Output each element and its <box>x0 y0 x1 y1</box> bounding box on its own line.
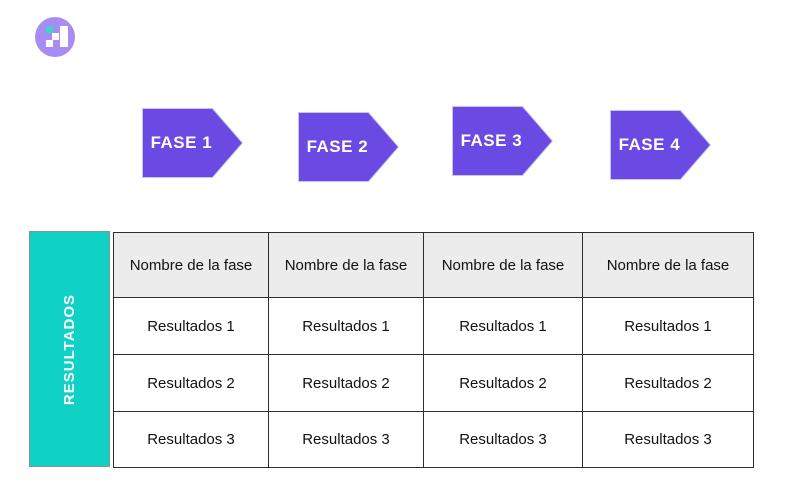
results-table: Nombre de la fase Nombre de la fase Nomb… <box>113 232 754 468</box>
table-cell: Resultados 2 <box>268 354 424 412</box>
arrow-shape-icon <box>142 108 243 178</box>
phase-arrow-1: FASE 1 <box>142 108 243 178</box>
phase-arrow-label: FASE 2 <box>306 137 369 156</box>
logo-block <box>46 40 53 47</box>
arrow-shape-icon <box>298 112 399 182</box>
table-cell: Resultados 3 <box>268 411 424 468</box>
table-header-cell: Nombre de la fase <box>582 232 754 298</box>
phase-arrow-label: FASE 3 <box>460 131 523 150</box>
table-row: Resultados 3 Resultados 3 Resultados 3 R… <box>113 411 754 468</box>
logo-block <box>60 26 68 47</box>
table-cell: Resultados 2 <box>582 354 754 412</box>
brand-logo <box>35 17 75 57</box>
table-cell: Resultados 1 <box>268 297 424 355</box>
table-header-cell: Nombre de la fase <box>113 232 269 298</box>
arrow-shape-icon <box>452 106 553 176</box>
table-header-row: Nombre de la fase Nombre de la fase Nomb… <box>113 232 754 298</box>
pixel-h-logo-icon <box>46 26 53 33</box>
phase-arrow-label: FASE 1 <box>150 133 213 152</box>
phase-arrow-2: FASE 2 <box>298 112 399 182</box>
results-sidebar-label: RESULTADOS <box>61 293 78 405</box>
table-cell: Resultados 1 <box>582 297 754 355</box>
table-row: Resultados 1 Resultados 1 Resultados 1 R… <box>113 297 754 355</box>
phase-arrow-3: FASE 3 <box>452 106 553 176</box>
results-sidebar: RESULTADOS <box>29 231 110 467</box>
table-cell: Resultados 1 <box>423 297 583 355</box>
table-header-cell: Nombre de la fase <box>268 232 424 298</box>
table-row: Resultados 2 Resultados 2 Resultados 2 R… <box>113 354 754 412</box>
table-header-cell: Nombre de la fase <box>423 232 583 298</box>
arrow-shape-icon <box>610 110 711 180</box>
table-cell: Resultados 3 <box>582 411 754 468</box>
table-cell: Resultados 2 <box>113 354 269 412</box>
logo-block <box>52 33 59 40</box>
phase-arrow-4: FASE 4 <box>610 110 711 180</box>
table-cell: Resultados 3 <box>423 411 583 468</box>
phase-arrow-label: FASE 4 <box>618 135 681 154</box>
table-cell: Resultados 3 <box>113 411 269 468</box>
table-cell: Resultados 2 <box>423 354 583 412</box>
table-cell: Resultados 1 <box>113 297 269 355</box>
